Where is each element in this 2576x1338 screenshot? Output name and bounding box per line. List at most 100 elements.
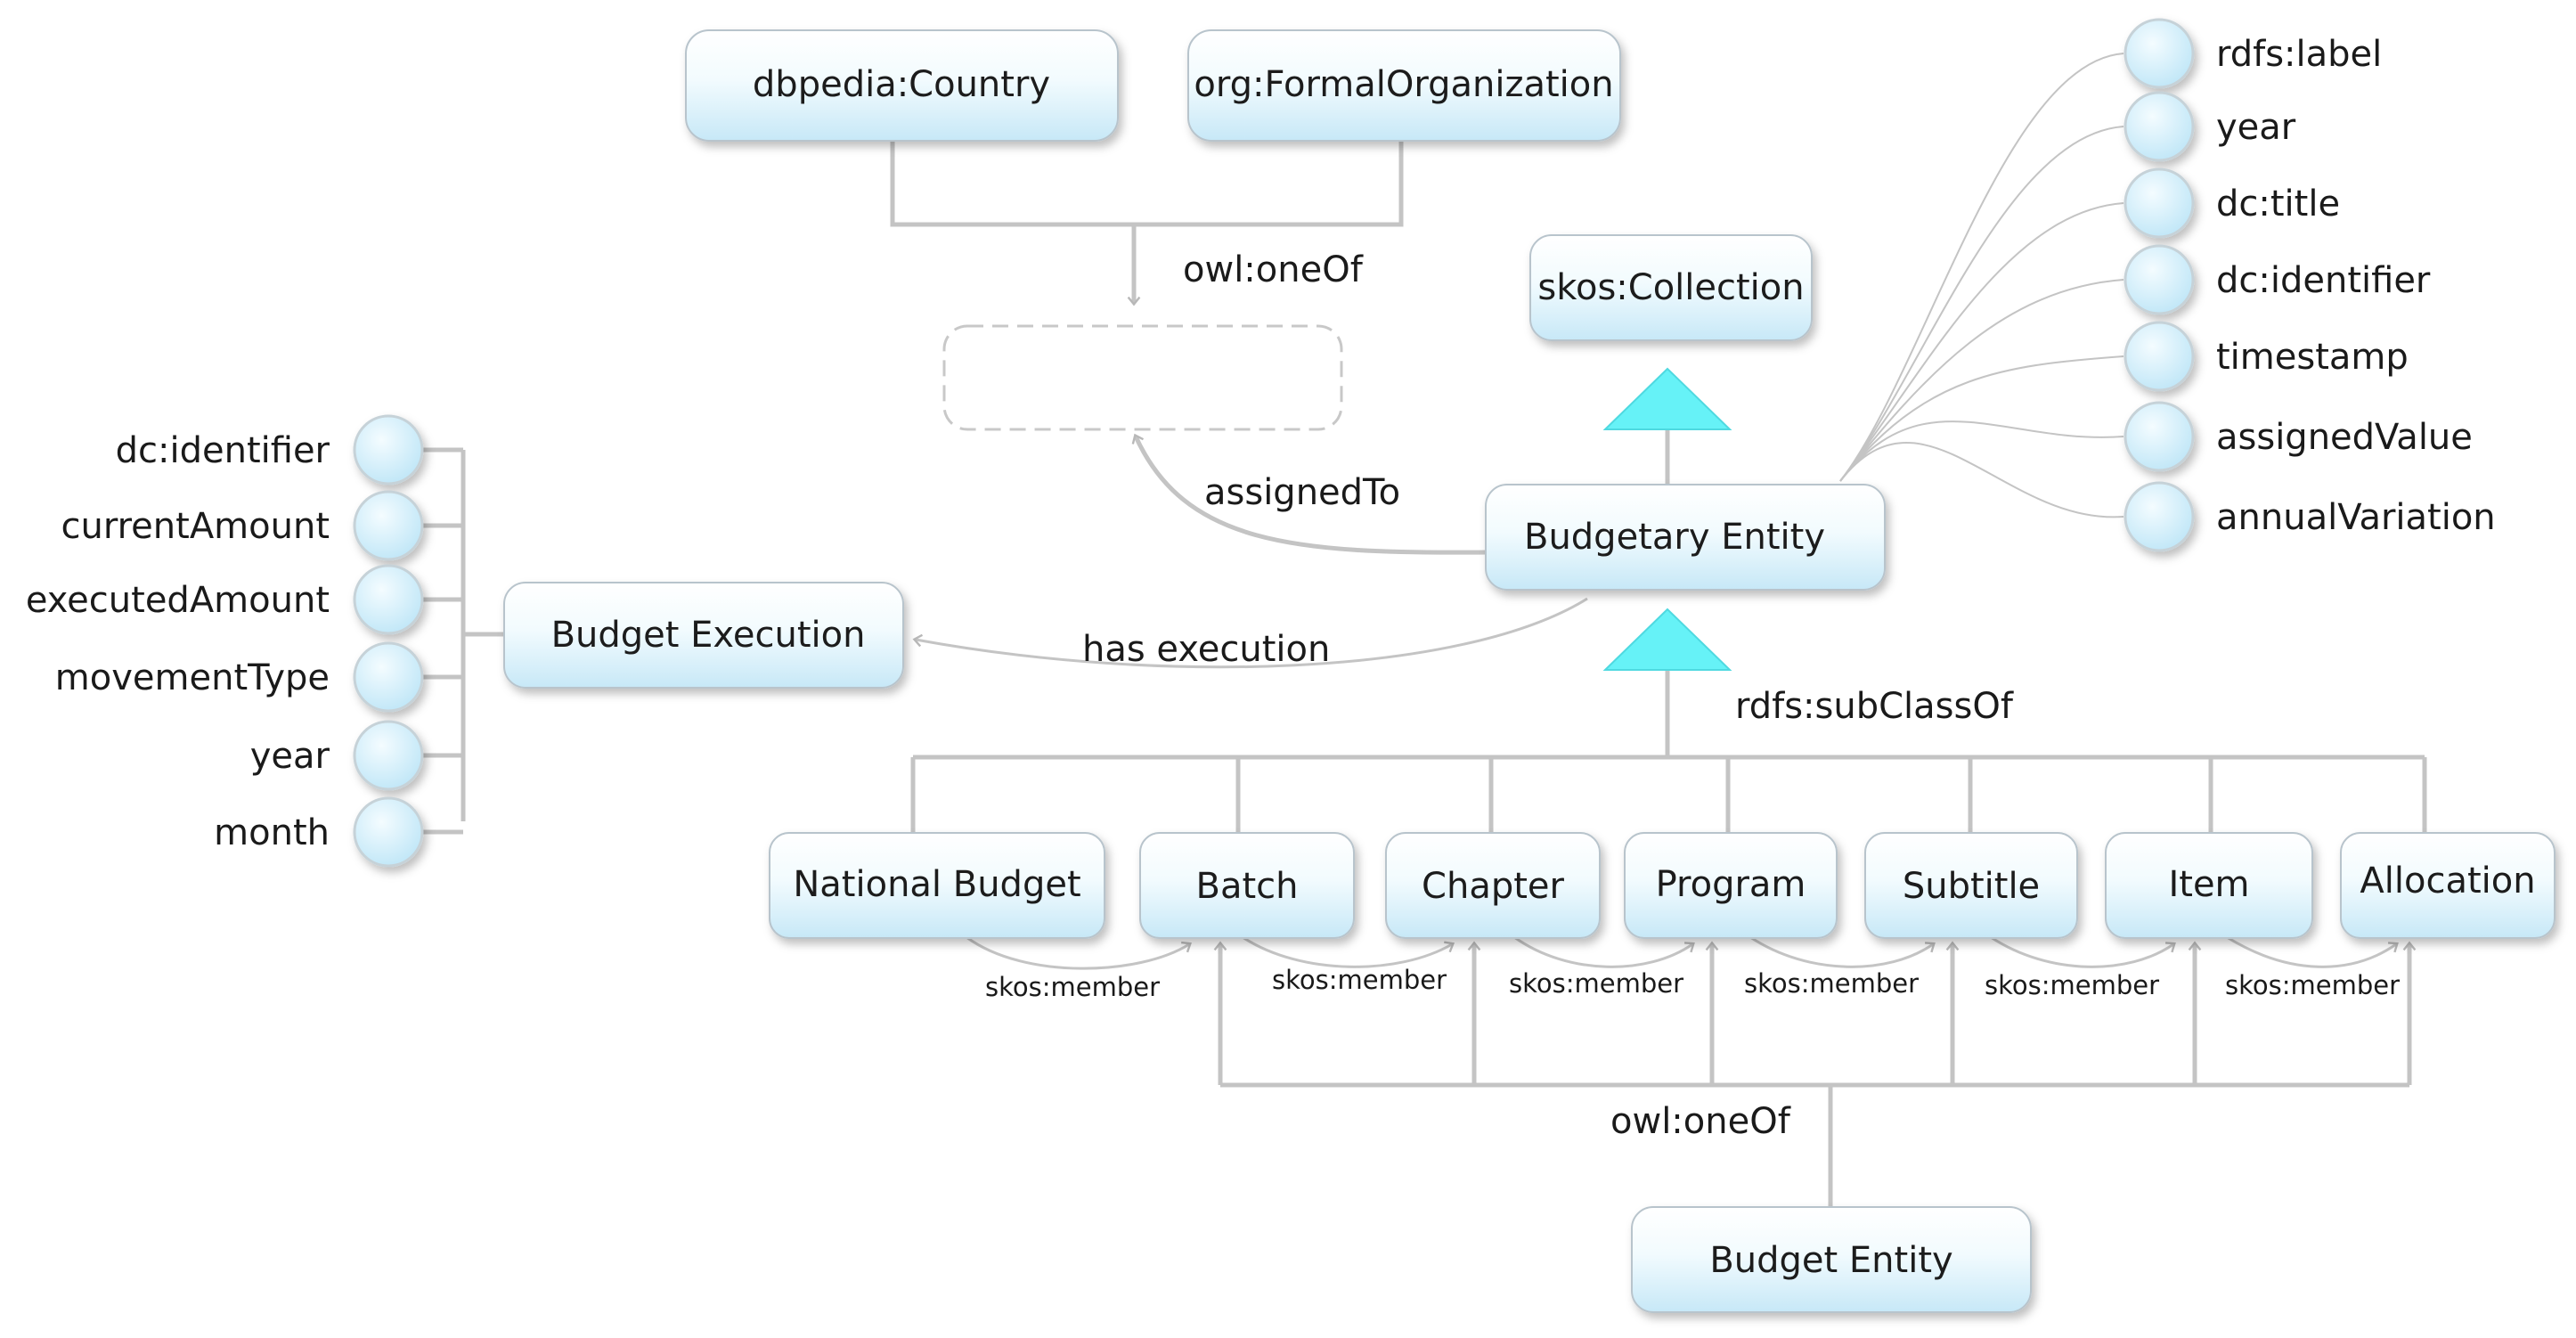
edge-label-assigned-to: assignedTo <box>1204 472 1400 513</box>
property-label: dc:identifier <box>116 430 330 471</box>
property-item[interactable]: dc:identifier <box>2124 244 2431 315</box>
node-label: National Budget <box>793 864 1080 905</box>
edge-label-skos-member: skos:member <box>2225 970 2400 1000</box>
node-label: dbpedia:Country <box>753 64 1050 105</box>
edge-label-has-execution: has execution <box>1082 629 1330 670</box>
property-circle-icon <box>2124 321 2195 392</box>
budget-execution-properties: dc:identifier currentAmount executedAmount… <box>26 414 424 868</box>
edge-label-owl-oneof-bottom: owl:oneOf <box>1610 1101 1791 1142</box>
node-budget-execution[interactable]: Budget Execution <box>503 582 904 689</box>
property-circle-icon <box>2124 91 2195 162</box>
node-label: org:FormalOrganization <box>1194 64 1613 105</box>
property-item[interactable]: movementType <box>55 641 424 713</box>
edge-label-skos-member: skos:member <box>1744 968 1919 999</box>
connector-country-down <box>890 141 1404 227</box>
property-circle-icon <box>353 414 424 485</box>
property-label: year <box>2216 107 2296 148</box>
property-label: assignedValue <box>2216 417 2473 458</box>
property-circle-icon <box>2124 244 2195 315</box>
node-label: skos:Collection <box>1537 267 1804 308</box>
property-circle-icon <box>2124 167 2195 239</box>
property-circle-icon <box>353 564 424 635</box>
property-label: dc:title <box>2216 184 2340 224</box>
node-subtitle[interactable]: Subtitle <box>1864 832 2078 939</box>
property-item[interactable]: currentAmount <box>61 490 424 561</box>
member-arc-4 <box>1749 935 1936 968</box>
property-item[interactable]: year <box>250 720 424 791</box>
node-anonymous-oneof[interactable] <box>942 324 1343 431</box>
property-item[interactable]: executedAmount <box>26 564 424 635</box>
property-circle-icon <box>353 720 424 791</box>
edge-label-owl-oneof-top: owl:oneOf <box>1183 249 1364 290</box>
property-item[interactable]: dc:identifier <box>116 414 424 485</box>
node-label: Allocation <box>2360 861 2535 902</box>
property-label: year <box>250 736 330 777</box>
node-label: Item <box>2168 864 2249 905</box>
property-label: timestamp <box>2216 337 2409 378</box>
connector-has-execution <box>912 597 1588 669</box>
node-label: Program <box>1656 864 1806 905</box>
node-item[interactable]: Item <box>2105 832 2313 939</box>
property-label: executedAmount <box>26 580 330 621</box>
node-budget-entity[interactable]: Budget Entity <box>1631 1206 2032 1313</box>
member-arc-2 <box>1242 935 1455 968</box>
property-circle-icon <box>353 490 424 561</box>
property-label: rdfs:label <box>2216 34 2382 75</box>
node-label: Budgetary Entity <box>1524 517 1825 558</box>
node-label: Budget Entity <box>1709 1240 1952 1281</box>
property-item[interactable]: annualVariation <box>2124 481 2496 552</box>
property-label: annualVariation <box>2216 497 2496 538</box>
edge-label-skos-member: skos:member <box>985 972 1160 1002</box>
node-batch[interactable]: Batch <box>1139 832 1355 939</box>
node-chapter[interactable]: Chapter <box>1385 832 1601 939</box>
property-item[interactable]: dc:title <box>2124 167 2340 239</box>
connector-assigned-to <box>1131 433 1487 555</box>
node-budgetary-entity[interactable]: Budgetary Entity <box>1485 484 1886 591</box>
property-label: dc:identifier <box>2216 260 2431 301</box>
member-arc-6 <box>2226 935 2399 968</box>
subclass-triangle-collection <box>1602 367 1732 430</box>
property-label: currentAmount <box>61 506 330 547</box>
property-circle-icon <box>2124 481 2195 552</box>
fan-line <box>1839 441 2124 518</box>
node-dbpedia-country[interactable]: dbpedia:Country <box>685 29 1119 142</box>
property-label: month <box>214 812 330 853</box>
node-label: Subtitle <box>1903 866 2040 907</box>
property-item[interactable]: assignedValue <box>2124 401 2473 472</box>
edge-label-subclass-of: rdfs:subClassOf <box>1735 686 2014 727</box>
fan-line <box>1839 126 2124 482</box>
node-label: Chapter <box>1422 866 1564 907</box>
property-circle-icon <box>353 796 424 868</box>
node-skos-collection[interactable]: skos:Collection <box>1529 234 1813 341</box>
node-label: Budget Execution <box>551 615 866 656</box>
property-circle-icon <box>2124 401 2195 472</box>
connectors <box>420 53 2427 1207</box>
member-arc-5 <box>1990 935 2176 968</box>
node-formal-organization[interactable]: org:FormalOrganization <box>1187 29 1621 142</box>
subclass-triangle-budgetary <box>1602 608 1732 671</box>
fan-line <box>1839 355 2124 482</box>
edge-label-skos-member: skos:member <box>1985 970 2159 1000</box>
fan-line <box>1839 420 2124 482</box>
node-label: Batch <box>1196 866 1299 907</box>
node-program[interactable]: Program <box>1624 832 1838 939</box>
property-item[interactable]: rdfs:label <box>2124 18 2382 89</box>
node-national-budget[interactable]: National Budget <box>769 832 1105 939</box>
property-item[interactable]: timestamp <box>2124 321 2409 392</box>
property-item[interactable]: month <box>214 796 424 868</box>
member-arc-1 <box>966 935 1192 970</box>
property-circle-icon <box>353 641 424 713</box>
property-label: movementType <box>55 657 330 698</box>
budgetary-entity-properties: rdfs:label year dc:title dc:identifier times… <box>2124 18 2496 552</box>
edge-label-skos-member: skos:member <box>1509 968 1683 999</box>
node-allocation[interactable]: Allocation <box>2340 832 2556 939</box>
property-item[interactable]: year <box>2124 91 2296 162</box>
fan-line <box>1839 279 2124 482</box>
fan-line <box>1839 202 2124 482</box>
edge-label-skos-member: skos:member <box>1272 965 1447 995</box>
fan-line <box>1839 53 2124 482</box>
member-arc-3 <box>1513 935 1695 968</box>
skos-member-labels: skos:member skos:member skos:member skos:me… <box>985 965 2400 1002</box>
property-circle-icon <box>2124 18 2195 89</box>
